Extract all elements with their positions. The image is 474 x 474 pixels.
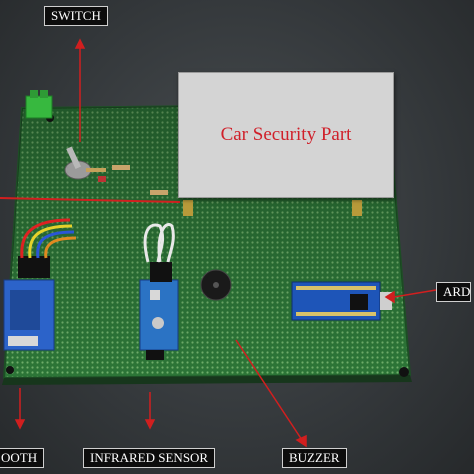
bluetooth-label: OOTH bbox=[0, 448, 45, 468]
annotation-arrows bbox=[0, 38, 437, 448]
screw bbox=[6, 366, 14, 374]
buzzer-label: BUZZER bbox=[282, 448, 347, 468]
bluetooth-module bbox=[3, 256, 55, 351]
overlay-title: Car Security Part bbox=[220, 124, 352, 145]
toggle-switch bbox=[64, 146, 106, 182]
car-security-overlay: Car Security Part bbox=[178, 72, 394, 198]
arduino-nano bbox=[291, 281, 392, 321]
terminal-block bbox=[25, 90, 53, 119]
resistor bbox=[150, 190, 168, 195]
resistor bbox=[112, 165, 130, 170]
buzzer bbox=[200, 269, 232, 301]
screw bbox=[399, 367, 409, 377]
infrared-sensor-module bbox=[139, 223, 179, 360]
jumper-wires bbox=[20, 218, 77, 259]
switch-label: SWITCH bbox=[44, 6, 108, 26]
arduino-label: ARD bbox=[436, 282, 472, 302]
infrared-sensor-label: INFRARED SENSOR bbox=[83, 448, 216, 468]
